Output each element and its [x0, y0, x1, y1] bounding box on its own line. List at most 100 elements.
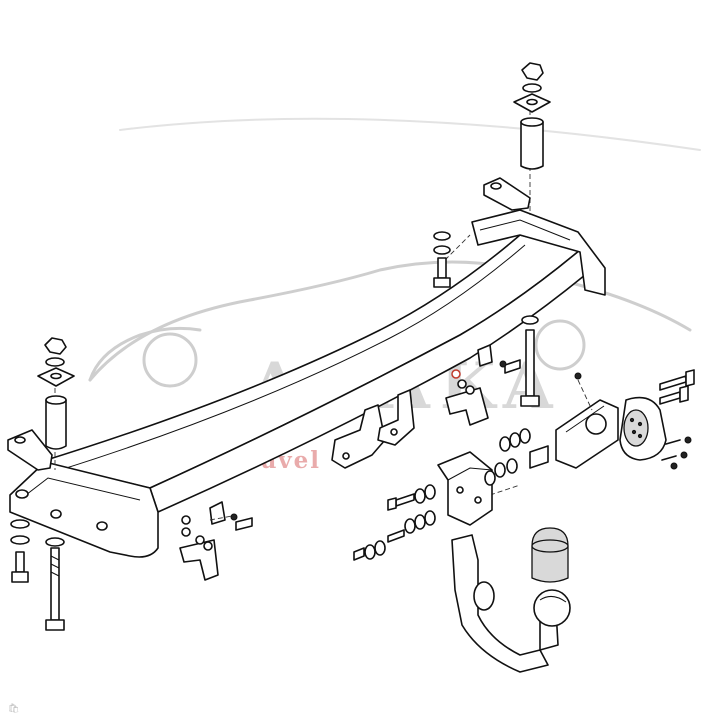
- receiver-housing-edge: [447, 467, 493, 481]
- beam-tab-right: [477, 344, 493, 367]
- right-mounting-plate: [471, 209, 606, 296]
- right-washer-row-3: [519, 428, 531, 444]
- socket-plate-hole: [585, 413, 607, 435]
- left-washer-bottom-2: [10, 535, 30, 545]
- right-small-bracket-hole: [490, 182, 502, 190]
- small-nut-1: [195, 535, 205, 545]
- ball-neck-arm: [451, 534, 549, 673]
- left-square-plate-hole: [50, 372, 62, 380]
- left-bolt-long-shaft: [50, 547, 60, 621]
- right-washer-mid-2: [433, 245, 451, 255]
- socket-screw-1: [665, 439, 681, 445]
- guide-line-left-tab: [209, 515, 233, 521]
- small-bolt-head-center: [230, 513, 238, 521]
- left-bolt-long-head: [45, 619, 65, 631]
- socket-nut-3: [670, 462, 678, 470]
- socket-bolt-2-shaft: [659, 391, 681, 405]
- bolt-row-lower: [353, 510, 436, 561]
- right-sleeve: [529, 445, 549, 469]
- small-nut-2: [203, 541, 213, 551]
- socket-nut-1: [684, 436, 692, 444]
- lower-nut-2: [364, 544, 376, 560]
- left-plate-hole-1: [15, 489, 29, 499]
- left-mounting-plate: [9, 461, 159, 558]
- right-bolt-short-head: [433, 277, 451, 288]
- bracket-bolt: [504, 359, 521, 374]
- socket-plate-screw-guide: [577, 379, 593, 411]
- tow-ball-neck: [451, 534, 571, 673]
- bracket-bolt-head: [499, 360, 507, 368]
- lower-washer-3: [404, 518, 416, 534]
- socket-pin-3: [631, 429, 637, 435]
- right-small-bracket: [483, 177, 531, 211]
- right-bolt-long-shaft: [525, 329, 535, 397]
- right-nut-top: [521, 62, 544, 81]
- receiver-hole-1: [456, 486, 464, 494]
- shopping-bag-icon: 🛍: [8, 704, 20, 714]
- left-top-hardware: [37, 337, 75, 450]
- watermark-car-wheel-rear: [534, 319, 586, 371]
- center-bracket-pair: [331, 389, 415, 469]
- guide-line-ball-mount: [489, 484, 521, 496]
- right-nut-row-2: [506, 458, 518, 474]
- left-spacer-top: [45, 395, 67, 405]
- receiver-hole-2: [474, 496, 482, 504]
- left-plate-hole-2: [50, 509, 62, 519]
- lower-washer-1: [424, 510, 436, 526]
- left-washer-bottom-1: [10, 519, 30, 529]
- lower-bolt-head: [353, 547, 365, 561]
- right-nut-row-1: [494, 462, 506, 478]
- upper-washer-2: [424, 484, 436, 500]
- small-washer-2: [181, 527, 191, 537]
- left-plate-hole-3: [96, 521, 108, 531]
- left-bottom-hardware: [10, 519, 65, 631]
- beam-edge-line: [59, 244, 526, 471]
- center-bracket-left: [331, 404, 386, 469]
- left-washer-long: [45, 537, 65, 547]
- lower-nut-1: [374, 540, 386, 556]
- guide-line-right-top: [444, 234, 471, 261]
- bracket-washer-b: [465, 385, 475, 395]
- right-washer-row-1: [499, 436, 511, 452]
- receiver-housing: [437, 451, 493, 526]
- small-washer-1: [181, 515, 191, 525]
- socket-face: [623, 409, 649, 447]
- right-middle-hardware: [433, 231, 540, 407]
- watermark-car-wheel-front: [142, 332, 198, 388]
- watermark-car-front: [88, 326, 202, 382]
- socket-nut-2: [680, 451, 688, 459]
- bolt-row-upper: [387, 484, 436, 511]
- left-bolt-thread: [50, 555, 60, 577]
- right-angle-bracket: [445, 387, 489, 426]
- upper-bolt-head: [387, 497, 397, 511]
- electrical-socket: [619, 396, 667, 461]
- tow-ball: [533, 589, 571, 627]
- right-bolt-long-head: [520, 395, 540, 407]
- small-bolt-center: [235, 517, 253, 531]
- bolt-row-right: [484, 428, 549, 486]
- socket-mounting-plate: [555, 372, 619, 469]
- right-beam-bracket: [445, 359, 521, 426]
- tow-ball-highlight: [539, 596, 567, 603]
- ball-cover-top: [531, 539, 569, 553]
- right-top-hardware: [483, 62, 551, 211]
- ball-cover-body: [531, 527, 569, 583]
- left-washer-top: [45, 357, 65, 367]
- right-plate-outline: [471, 209, 606, 296]
- ball-neck-release-knob: [473, 581, 495, 611]
- socket-plate-edge: [565, 405, 605, 433]
- corner-logo: 🛍: [8, 704, 19, 714]
- right-plate-inner-edge: [479, 219, 571, 241]
- left-bracket-plate: [7, 429, 53, 471]
- left-bolt-short-shaft: [15, 551, 25, 573]
- center-left-hardware: [179, 513, 253, 581]
- socket-plate-screw: [574, 372, 582, 380]
- socket-pin-2: [637, 421, 643, 427]
- left-plate-inner-edge: [21, 477, 141, 501]
- upper-washer-1: [414, 488, 426, 504]
- ball-mount-bracket: [437, 451, 493, 526]
- bracket-washer-a: [457, 379, 467, 389]
- right-washer-row-2: [509, 432, 521, 448]
